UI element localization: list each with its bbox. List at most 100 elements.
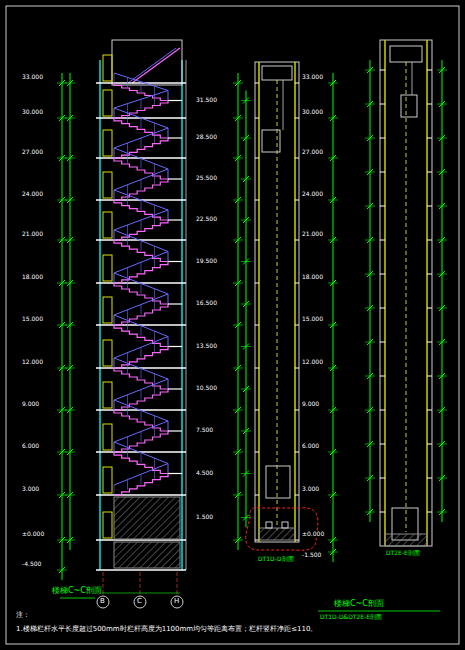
elevation-label: ±0.000 — [22, 531, 44, 538]
dimension-line — [62, 73, 63, 580]
stair-flight — [114, 304, 168, 325]
floor-slab — [255, 158, 259, 159]
extension-line — [437, 206, 447, 207]
elevation-label: 19.500 — [196, 258, 217, 265]
floor-slab — [380, 138, 385, 139]
baluster — [168, 91, 169, 101]
elevation-label: 33.000 — [22, 74, 43, 81]
floor-slab — [380, 206, 385, 207]
baluster — [154, 289, 155, 299]
baluster — [141, 453, 142, 463]
extension-line — [437, 138, 447, 139]
baluster — [127, 395, 128, 405]
floor-slab — [427, 444, 432, 445]
extension-line — [241, 346, 251, 347]
baluster — [141, 262, 142, 272]
baluster — [168, 252, 169, 262]
floor-slab — [427, 512, 432, 513]
dimension-line — [370, 60, 371, 522]
extension-line — [365, 478, 375, 479]
floor-slab — [295, 325, 299, 326]
baluster — [114, 230, 115, 240]
floor-slab — [255, 368, 259, 369]
stair-wall — [181, 60, 183, 570]
shaft-wall — [258, 62, 260, 542]
buffer — [266, 522, 272, 528]
elevation-label: 15.000 — [302, 316, 323, 323]
hoist-rope — [412, 62, 413, 95]
floor-slab — [295, 452, 299, 453]
extension-line — [437, 342, 447, 343]
baluster — [154, 215, 155, 225]
axis-line — [140, 572, 141, 596]
extension-line — [233, 368, 243, 369]
baluster — [141, 305, 142, 315]
baluster — [127, 437, 128, 447]
note-text: 1.楼梯栏杆水平长度超过500mm时栏杆高度为1100mm均匀等距离布置；栏杆竖… — [16, 626, 317, 634]
elevation-label: 28.500 — [196, 134, 217, 141]
counterweight — [262, 130, 280, 152]
dimension-line — [238, 73, 239, 550]
stair-flight — [114, 347, 168, 369]
sheet-border — [6, 6, 459, 644]
elevator-pit — [385, 534, 427, 546]
axis-line — [177, 572, 178, 596]
elevation-label: 31.500 — [196, 97, 217, 104]
counterweight — [401, 95, 417, 117]
baluster — [168, 294, 169, 304]
baluster — [127, 405, 128, 415]
baluster — [114, 148, 115, 158]
floor-slab — [255, 83, 259, 84]
elevator-shaft — [380, 40, 432, 546]
landing — [168, 137, 182, 138]
baluster — [154, 331, 155, 341]
door — [103, 467, 112, 493]
floor-slab — [96, 494, 186, 496]
door — [103, 90, 112, 116]
stair-flight — [114, 325, 168, 347]
handrail — [114, 358, 168, 379]
baluster — [127, 235, 128, 245]
baluster — [114, 273, 115, 283]
baluster — [154, 257, 155, 267]
handrail — [114, 379, 168, 400]
door — [103, 55, 112, 81]
elevation-label: ±0.000 — [302, 531, 324, 538]
elevation-label: 10.500 — [196, 385, 217, 392]
baluster — [141, 284, 142, 294]
extension-line — [65, 240, 75, 241]
baluster — [154, 246, 155, 256]
extension-line — [365, 342, 375, 343]
elevation-label: 24.000 — [22, 191, 43, 198]
handrail — [114, 294, 168, 315]
extension-line — [328, 325, 338, 326]
baluster — [141, 159, 142, 169]
stair-flight — [114, 452, 168, 474]
stair-flight — [114, 283, 168, 304]
extension-line — [233, 83, 243, 84]
landing — [168, 178, 182, 179]
basement-stair-hatch — [114, 542, 180, 568]
extension-line — [65, 118, 75, 119]
floor-slab — [380, 70, 385, 71]
landing — [168, 346, 182, 347]
elevation-label: 1.500 — [196, 514, 213, 521]
baluster — [141, 118, 142, 128]
extension-line — [437, 376, 447, 377]
axis-bubble — [171, 596, 183, 608]
baluster — [141, 347, 142, 357]
title-underline — [60, 598, 95, 599]
handrail — [114, 128, 168, 148]
stair-flight — [114, 179, 168, 200]
baluster — [141, 220, 142, 230]
stair-flight — [114, 220, 168, 240]
stair-flight — [114, 158, 168, 179]
elevator-pit — [259, 528, 295, 540]
extension-line — [328, 283, 338, 284]
extension-line — [365, 240, 375, 241]
elevation-label: 25.500 — [196, 175, 217, 182]
floor-slab — [295, 200, 299, 201]
floor-slab — [427, 478, 432, 479]
guide-rail — [406, 62, 407, 532]
